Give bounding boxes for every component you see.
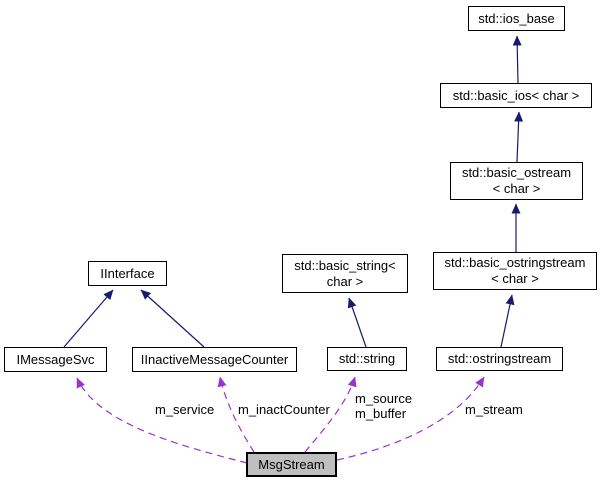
node-std-ostringstream[interactable]: std::ostringstream (436, 347, 563, 371)
edge-label-m-inactcounter: m_inactCounter (238, 402, 330, 417)
edge-inherit-basic-ostream-to-basic-ios (514, 111, 524, 163)
node-std-basic-ostringstream[interactable]: std::basic_ostringstream < char > (433, 252, 597, 290)
node-std-ios-base[interactable]: std::ios_base (468, 6, 565, 31)
edge-usage-m-inactcounter (217, 376, 255, 453)
node-msgstream-current: MsgStream (246, 452, 337, 477)
edge-inherit-imessagesvc-to-iinterface (63, 289, 114, 348)
edge-label-m-source-m-buffer: m_source m_buffer (355, 391, 413, 421)
node-std-string[interactable]: std::string (327, 347, 407, 371)
node-iinterface[interactable]: IInterface (88, 261, 167, 286)
edge-label-m-stream: m_stream (465, 402, 523, 417)
node-iinactivemessagecounter[interactable]: IInactiveMessageCounter (132, 347, 297, 372)
node-std-basic-string[interactable]: std::basic_string< char > (282, 254, 408, 293)
node-std-basic-ios[interactable]: std::basic_ios< char > (440, 83, 592, 108)
edge-inherit-ostringstream-to-basic-ostringstream (500, 294, 515, 348)
node-imessagesvc[interactable]: IMessageSvc (4, 347, 107, 372)
edge-usage-m-service (76, 377, 248, 464)
node-std-basic-ostream[interactable]: std::basic_ostream < char > (450, 162, 583, 200)
edge-label-m-service: m_service (155, 402, 215, 417)
edge-inherit-string-to-basic-string (347, 297, 367, 348)
edge-inherit-iinactivemessagecounter-to-iinterface (140, 289, 205, 348)
edge-inherit-basic-ios-to-ios-base (512, 35, 522, 84)
